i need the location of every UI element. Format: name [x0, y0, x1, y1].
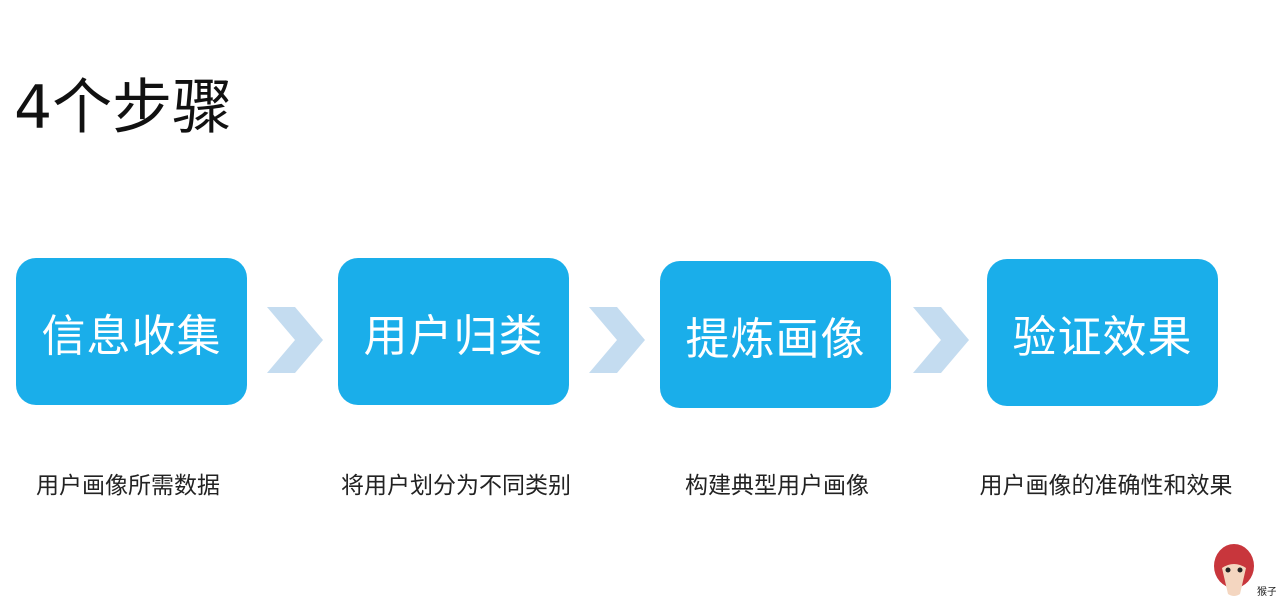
- step-caption-2: 将用户划分为不同类别: [341, 473, 571, 499]
- step-box-3: 提炼画像: [660, 261, 891, 408]
- step-caption-3: 构建典型用户画像: [685, 473, 869, 499]
- chevron-right-icon: [913, 307, 969, 373]
- step-box-2: 用户归类: [338, 258, 569, 405]
- svg-text:猴子: 猴子: [1257, 585, 1276, 598]
- chevron-right-icon: [589, 307, 645, 373]
- step-caption-1: 用户画像所需数据: [36, 473, 220, 499]
- step-box-1: 信息收集: [16, 258, 247, 405]
- step-box-4: 验证效果: [987, 259, 1218, 406]
- monkey-logo-icon: 猴子: [1214, 544, 1276, 598]
- chevron-right-icon: [267, 307, 323, 373]
- page-title: 4个步骤: [14, 73, 233, 143]
- step-caption-4: 用户画像的准确性和效果: [979, 473, 1233, 499]
